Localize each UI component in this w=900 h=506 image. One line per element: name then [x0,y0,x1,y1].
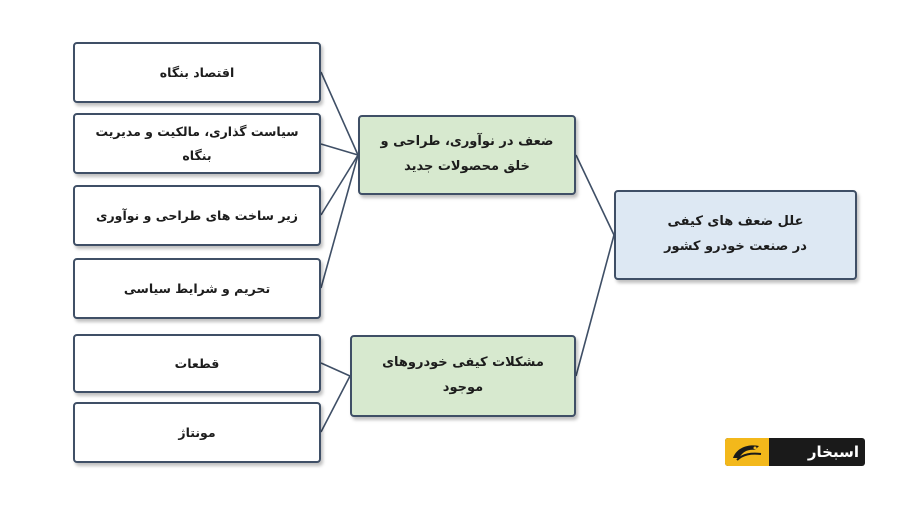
cause-box-assembly: مونتاژ [73,402,321,463]
cause-box-policy-ownership: سیاست گذاری، مالکیت و مدیریت بنگاه [73,113,321,174]
connector-mid2-root [575,234,615,377]
horse-logo-icon [725,438,769,466]
connector-leaf3-mid1 [320,154,359,216]
cause-box-design-infrastructure: زیر ساخت های طراحی و نوآوری [73,185,321,246]
brand-logo: اسبخار [725,438,865,466]
root-box-quality-weakness-causes: علل ضعف های کیفی در صنعت خودرو کشور [614,190,857,280]
connector-leaf1-mid1 [320,71,359,156]
cause-box-parts: قطعات [73,334,321,393]
root-label-line1: علل ضعف های کیفی [667,214,804,230]
connector-leaf6-mid2 [320,375,351,433]
cause-label: اقتصاد بنگاه [159,64,235,80]
logo-text: اسبخار [807,443,859,461]
connector-leaf2-mid1 [320,143,359,156]
cause-box-sanctions: تحریم و شرایط سیاسی [73,258,321,319]
cause-label: سیاست گذاری، مالکیت و مدیریت بنگاه [95,123,299,163]
connector-mid1-root [575,154,615,236]
connector-leaf4-mid1 [320,154,359,289]
group-box-quality-problems: مشکلات کیفی خودروهای موجود [350,335,576,417]
group-box-innovation-weakness: ضعف در نوآوری، طراحی و خلق محصولات جدید [358,115,576,195]
cause-box-firm-economy: اقتصاد بنگاه [73,42,321,103]
cause-label: قطعات [174,355,220,371]
group-label: مشکلات کیفی خودروهای موجود [382,355,544,395]
group-label: ضعف در نوآوری، طراحی و خلق محصولات جدید [380,134,554,174]
connector-leaf5-mid2 [320,362,351,377]
root-label-line2: در صنعت خودرو کشور [664,239,807,254]
cause-label: زیر ساخت های طراحی و نوآوری [96,207,298,223]
cause-label: مونتاژ [178,424,216,440]
cause-label: تحریم و شرایط سیاسی [123,280,271,296]
